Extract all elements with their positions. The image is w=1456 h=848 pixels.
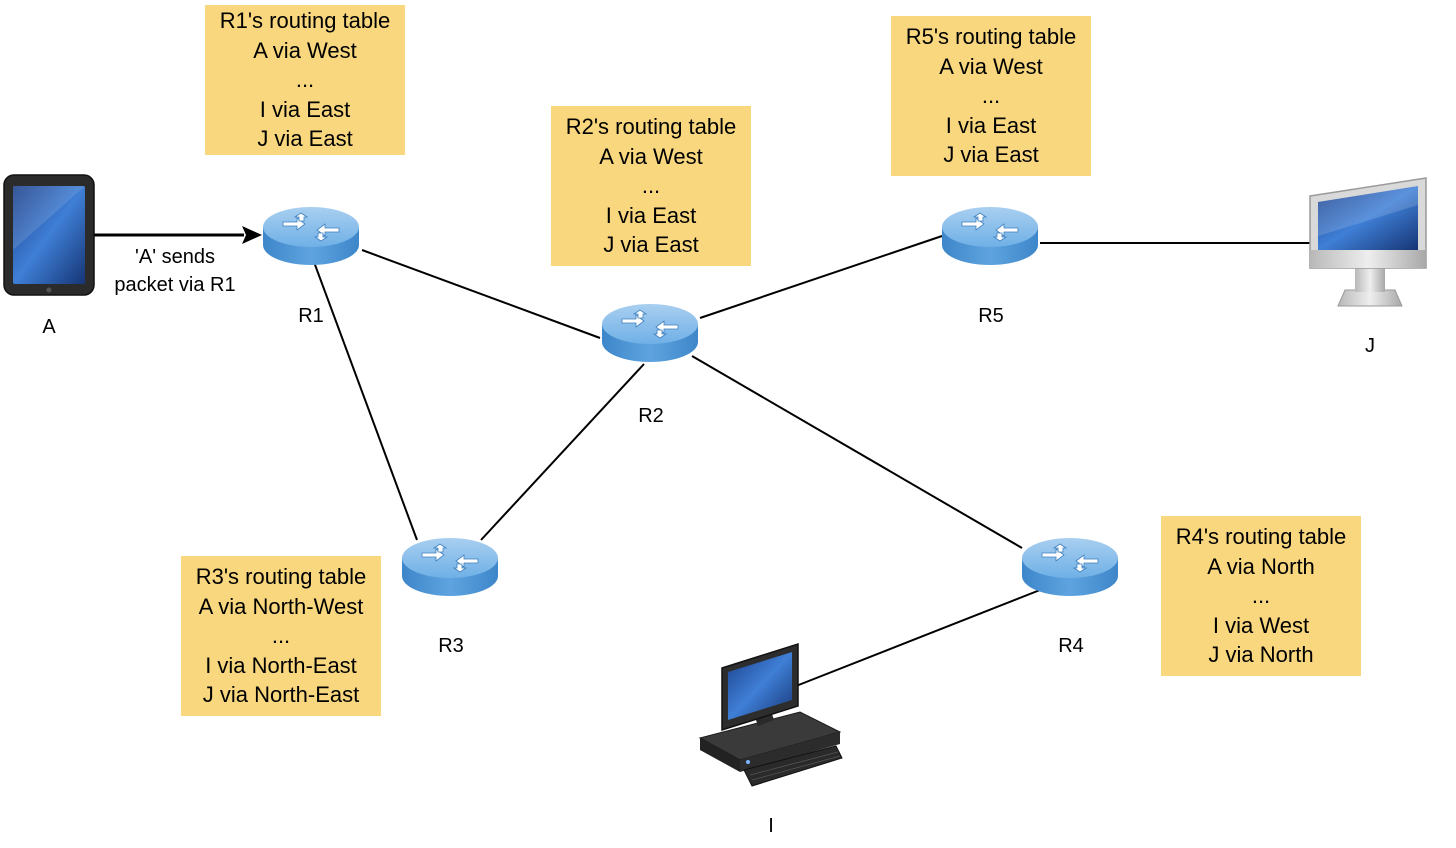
routing-table-title: R2's routing table [565, 114, 737, 140]
tablet-icon [3, 174, 95, 296]
routing-entry: J via East [257, 126, 353, 152]
routing-entry: A via West [253, 37, 357, 63]
routing-table-title: R5's routing table [905, 24, 1077, 50]
link-r2-r5 [699, 235, 943, 319]
router-icon-r5 [941, 206, 1039, 266]
arrow-caption: 'A' sends packet via R1 [114, 243, 235, 299]
node-label-r5: R5 [978, 305, 1004, 327]
routing-entry: I via East [259, 96, 351, 122]
routing-table-r2: R2's routing table A via West ... I via … [551, 106, 751, 266]
send-arrow [94, 226, 262, 244]
routing-entry: I via East [605, 202, 697, 228]
arrow-caption-line-2: packet via R1 [114, 274, 236, 296]
routing-entry: I via North-East [205, 652, 357, 678]
routing-entry: J via North [1208, 642, 1314, 668]
routing-entry: J via North-East [202, 682, 360, 708]
routing-entry: ... [271, 623, 291, 649]
link-r1-r2 [361, 249, 601, 339]
routing-table-r4: R4's routing table A via North ... I via… [1161, 516, 1361, 676]
link-r2-r3 [480, 363, 645, 541]
routing-entry: J via East [603, 232, 699, 258]
arrow-caption-line-1: 'A' sends [135, 246, 215, 268]
node-label-r2: R2 [638, 405, 664, 427]
routing-entry: A via North [1207, 553, 1315, 579]
routing-entry: I via West [1212, 612, 1310, 638]
router-icon-r1 [262, 206, 360, 266]
routing-table-r3: R3's routing table A via North-West ... … [181, 556, 381, 716]
link-r1-r3 [313, 261, 418, 541]
routing-entry: ... [1251, 583, 1271, 609]
node-label-i: I [768, 815, 774, 837]
router-icon-r3 [401, 537, 499, 597]
routing-entry: A via West [599, 143, 703, 169]
node-label-r1: R1 [298, 305, 324, 327]
connections [313, 235, 1315, 687]
node-label-a: A [42, 316, 56, 338]
link-r4-i [795, 589, 1041, 687]
routing-entry: J via East [943, 142, 1039, 168]
routing-table-title: R1's routing table [219, 8, 391, 34]
routing-entry: A via West [939, 53, 1043, 79]
routing-table-title: R4's routing table [1175, 524, 1347, 550]
desktop-computer-icon [698, 642, 843, 787]
router-icon-r2 [601, 303, 699, 363]
routing-table-r5: R5's routing table A via West ... I via … [891, 16, 1091, 176]
node-label-j: J [1365, 335, 1375, 357]
link-r2-r4 [691, 355, 1023, 549]
routing-table-title: R3's routing table [195, 564, 367, 590]
router-icon-r4 [1021, 537, 1119, 597]
node-label-r3: R3 [438, 635, 464, 657]
imac-icon [1309, 177, 1427, 307]
routing-entry: ... [295, 67, 315, 93]
routing-entry: I via East [945, 112, 1037, 138]
routing-entry: A via North-West [198, 593, 364, 619]
routing-entry: ... [641, 173, 661, 199]
node-label-r4: R4 [1058, 635, 1084, 657]
routing-entry: ... [981, 83, 1001, 109]
routing-table-r1: R1's routing table A via West ... I via … [205, 5, 405, 155]
